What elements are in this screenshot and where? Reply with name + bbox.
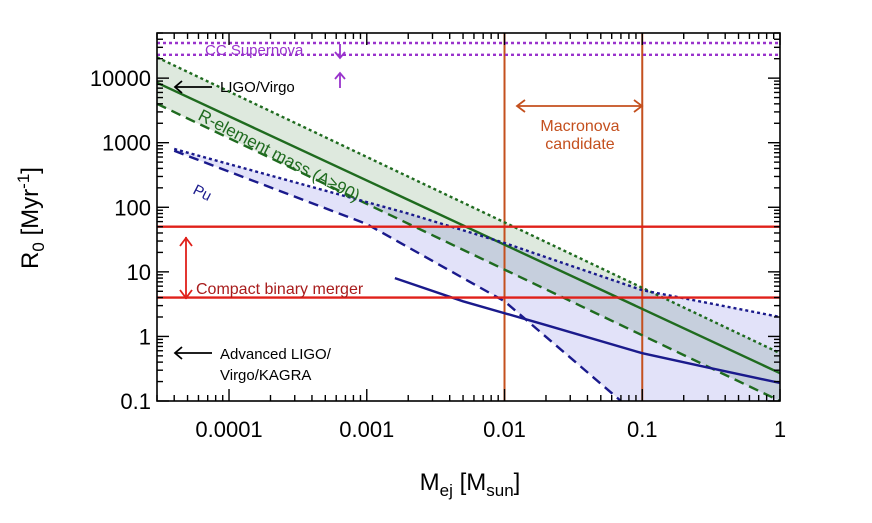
x-tick-label: 0.01 — [483, 417, 526, 442]
compact-binary-merger-label: Compact binary merger — [196, 281, 364, 298]
ligo-virgo-label: LIGO/Virgo — [220, 79, 295, 96]
macronova-right-arrowhead-icon — [633, 99, 644, 113]
macronova-label-line2: candidate — [545, 136, 614, 153]
vertical-lines — [503, 33, 644, 401]
macronova-left-arrowhead-icon — [515, 99, 526, 113]
cc-up-arrow-head-icon — [334, 71, 346, 80]
x-tick-label: 0.001 — [339, 417, 394, 442]
x-tick-label: 1 — [774, 417, 786, 442]
y-tick-label: 1 — [139, 324, 151, 349]
series-rel-lower — [157, 102, 780, 401]
ligo-left-arrow-head-icon — [173, 80, 183, 94]
merger-up-arrowhead-icon — [179, 236, 193, 247]
tick-labels: 0.0001 0.001 0.01 0.1 1 0.1 1 10 100 1000 10000 — [90, 66, 786, 442]
series-pu-upper — [173, 147, 780, 319]
cc-down-arrow-head-icon — [334, 51, 346, 60]
x-tick-label: 0.0001 — [195, 417, 262, 442]
pu-label: Pu — [190, 181, 214, 204]
annotation-arrows — [173, 44, 644, 360]
y-tick-label: 100 — [114, 195, 151, 220]
axis-ticks — [156, 32, 781, 402]
merger-down-arrowhead-icon — [179, 289, 193, 300]
macronova-label-line1: Macronova — [540, 118, 619, 135]
series-lines — [157, 41, 780, 401]
pu-band — [174, 148, 780, 401]
x-axis-label: Mej [Msun] — [420, 469, 521, 500]
y-tick-label: 10000 — [90, 66, 151, 91]
advanced-ligo-left-arrow-head-icon — [173, 346, 183, 360]
x-tick-label: 0.1 — [627, 417, 658, 442]
series-pu-lower — [173, 149, 622, 401]
y-tick-label: 1000 — [102, 131, 151, 156]
y-axis-label: R0 [Myr-1] — [14, 167, 48, 269]
y-tick-label: 10 — [127, 260, 151, 285]
series-rel-upper — [157, 56, 780, 355]
advanced-ligo-label-line2: Virgo/KAGRA — [220, 367, 311, 384]
y-tick-label: 0.1 — [120, 389, 151, 414]
cc-supernova-label: CC Supernova — [205, 42, 304, 59]
advanced-ligo-label-line1: Advanced LIGO/ — [220, 346, 332, 363]
